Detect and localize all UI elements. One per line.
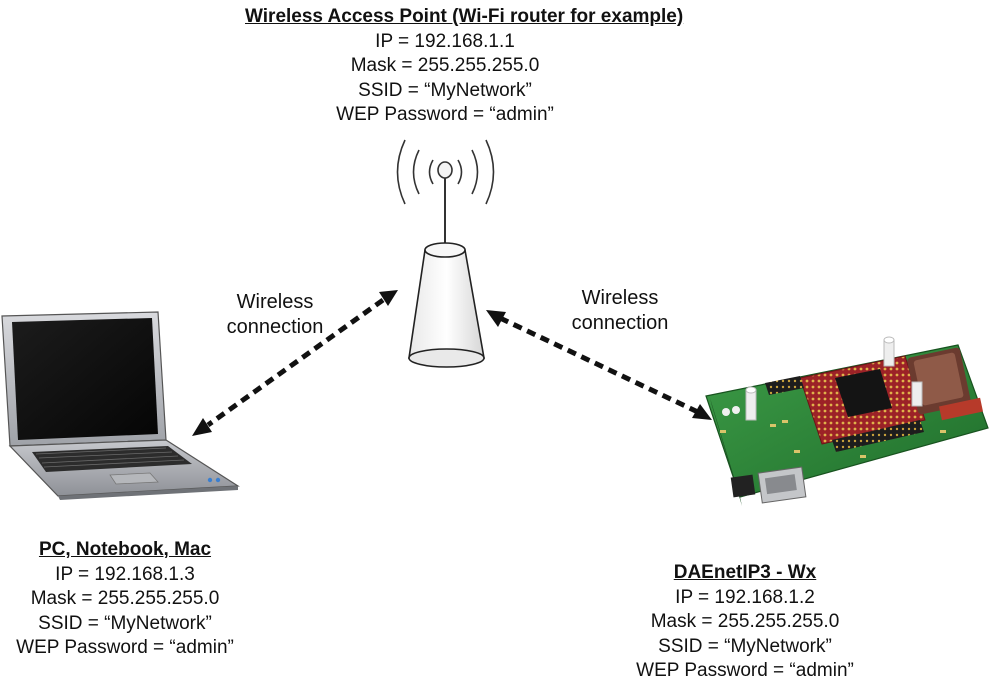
signal-waves-icon: [396, 139, 495, 205]
laptop-icon: [1, 311, 240, 500]
access-point-ip: IP = 192.168.1.1: [375, 30, 515, 52]
device-title: DAEnetIP3 - Wx: [673, 562, 817, 583]
left-connection-label: Wireless connection: [200, 290, 350, 340]
left-connection-label-line2: connection: [226, 316, 324, 338]
router-icon: [396, 139, 495, 368]
pc-ip: IP = 192.168.1.3: [55, 563, 195, 585]
device-ip: IP = 192.168.1.2: [675, 586, 815, 608]
pc-mask: Mask = 255.255.255.0: [30, 588, 220, 609]
access-point-wep: WEP Password = “admin”: [336, 104, 554, 125]
device-mask: Mask = 255.255.255.0: [650, 611, 840, 632]
right-connection-label-line1: Wireless: [581, 287, 659, 309]
right-connection-label: Wireless connection: [545, 286, 695, 336]
right-connection-arrow: [486, 310, 712, 420]
pc-info: PC, Notebook, Mac IP = 192.168.1.3 Mask …: [0, 538, 250, 661]
pc-ssid: SSID = “MyNetwork”: [38, 612, 212, 634]
access-point-mask: Mask = 255.255.255.0: [350, 55, 540, 76]
device-info: DAEnetIP3 - Wx IP = 192.168.1.2 Mask = 2…: [600, 561, 890, 684]
access-point-title: Wireless Access Point (Wi-Fi router for …: [245, 6, 684, 27]
access-point-ssid: SSID = “MyNetwork”: [358, 79, 532, 101]
pc-wep: WEP Password = “admin”: [16, 637, 234, 658]
circuit-board-icon: [705, 336, 989, 506]
device-wep: WEP Password = “admin”: [636, 660, 854, 681]
left-connection-label-line1: Wireless: [236, 291, 314, 313]
left-connection-arrow: [192, 290, 398, 436]
pc-title: PC, Notebook, Mac: [38, 539, 212, 560]
right-connection-label-line2: connection: [571, 312, 669, 334]
access-point-info: Wireless Access Point (Wi-Fi router for …: [245, 5, 684, 128]
device-ssid: SSID = “MyNetwork”: [658, 635, 832, 657]
